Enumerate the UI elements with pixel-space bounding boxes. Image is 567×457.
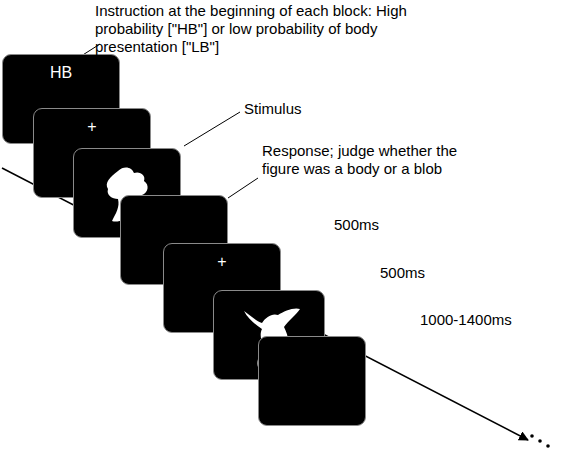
duration-label: 1000-1400ms bbox=[420, 311, 550, 329]
stimulus-note: Stimulus bbox=[244, 100, 334, 118]
ellipsis-dot bbox=[530, 434, 534, 438]
ellipsis-dot bbox=[538, 439, 542, 443]
screen-text: + bbox=[164, 244, 280, 271]
blank-screen bbox=[258, 336, 366, 426]
response-note: Response; judge whether the figure was a… bbox=[262, 142, 480, 178]
screen-text: + bbox=[34, 109, 150, 136]
instruction-note: Instruction at the beginning of each blo… bbox=[95, 2, 457, 56]
duration-label: 500ms bbox=[334, 216, 414, 234]
duration-label: 500ms bbox=[380, 264, 460, 282]
leader-line bbox=[228, 178, 258, 198]
screen-text: HB bbox=[3, 55, 119, 82]
leader-line bbox=[184, 112, 240, 146]
ellipsis-dot bbox=[546, 444, 550, 448]
